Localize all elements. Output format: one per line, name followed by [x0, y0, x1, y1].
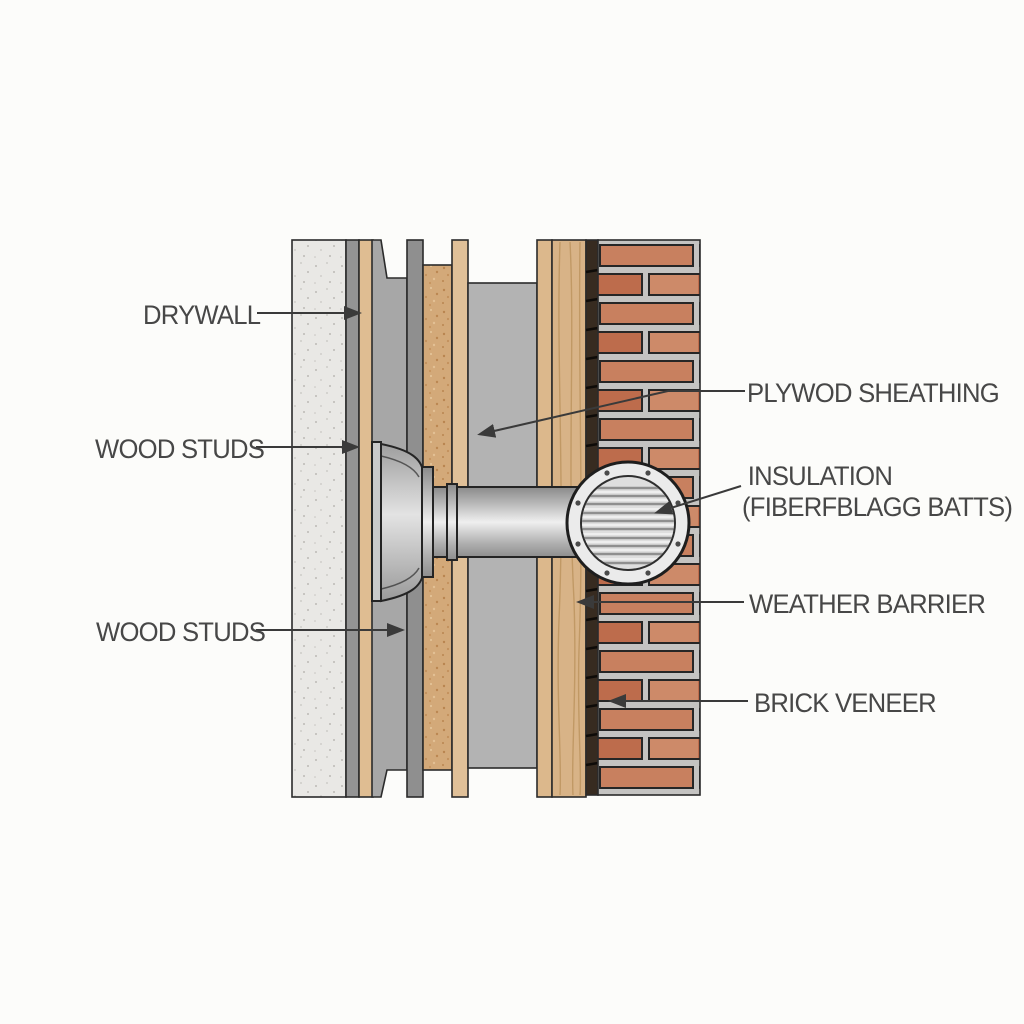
gray-strip-inner — [345, 239, 360, 798]
vent-louver-disc — [580, 475, 676, 571]
brick-course-ticks — [585, 268, 599, 767]
furring-strip-inner — [358, 239, 374, 798]
label-weather-barrier: WEATHER BARRIER — [749, 589, 986, 619]
label-brick-veneer: BRICK VENEER — [754, 688, 937, 718]
duct-assembly — [371, 441, 591, 603]
bell-inner-curve-bottom — [380, 567, 420, 590]
drywall-layer — [291, 239, 347, 798]
insulation-leader-line — [654, 485, 742, 515]
leader-lines — [256, 306, 748, 708]
plywood-sheathing-leader-line — [477, 390, 745, 438]
duct-tube — [432, 486, 591, 558]
duct-bell-flange — [380, 442, 424, 603]
wood-grain — [557, 241, 582, 796]
vent-screws — [575, 470, 681, 576]
duct-collar — [421, 466, 434, 578]
label-insulation-line1: INSULATION — [747, 461, 893, 491]
wall-layers — [291, 239, 701, 798]
bell-inner-curve-top — [380, 455, 420, 478]
duct-coupling-ring — [446, 483, 458, 561]
label-wood-studs-lower: WOOD STUDS — [96, 617, 266, 647]
label-insulation: INSULATION (FIBERFBLAGG BATTS) — [742, 461, 1013, 523]
label-insulation-line2: (FIBERFBLAGG BATTS) — [742, 492, 1013, 523]
label-drywall: DRYWALL — [143, 300, 261, 330]
label-wood-studs-upper: WOOD STUDS — [95, 434, 265, 464]
vent-cap — [565, 460, 691, 586]
duct-back-plate — [371, 441, 382, 602]
label-plywood-sheathing: PLYWOD SHEATHING — [747, 378, 1000, 408]
